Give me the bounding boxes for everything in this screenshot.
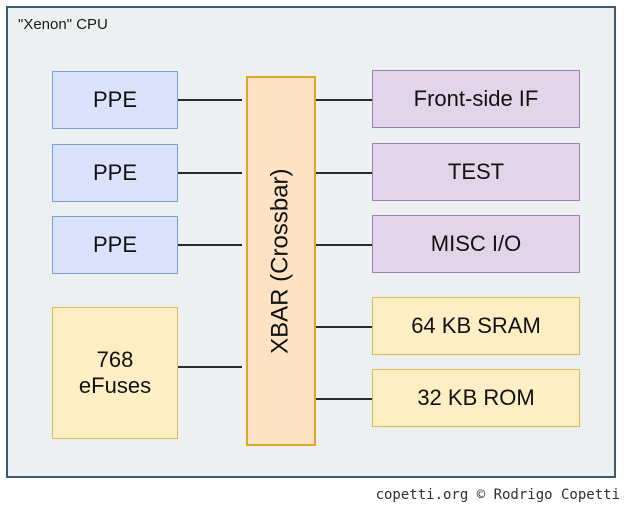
wire-ppe2-to-xbar (177, 172, 242, 174)
block-ppe-1[interactable]: PPE (52, 71, 178, 129)
block-ppe-3-label: PPE (92, 232, 138, 258)
wire-xbar-to-frontside-if (312, 99, 374, 101)
block-sram-label: 64 KB SRAM (411, 313, 541, 339)
block-misc-io-label: MISC I/O (430, 231, 522, 257)
block-misc-io[interactable]: MISC I/O (372, 215, 580, 273)
block-test[interactable]: TEST (372, 143, 580, 201)
block-sram[interactable]: 64 KB SRAM (372, 297, 580, 355)
wire-ppe1-to-xbar (177, 99, 242, 101)
block-efuses-label: 768 eFuses (78, 347, 152, 398)
wire-xbar-to-sram (312, 326, 374, 328)
block-crossbar[interactable]: XBAR (Crossbar) (246, 76, 316, 446)
block-ppe-1-label: PPE (92, 87, 138, 113)
block-ppe-2-label: PPE (92, 160, 138, 186)
block-rom-label: 32 KB ROM (417, 385, 535, 411)
block-front-side-if[interactable]: Front-side IF (372, 70, 580, 128)
block-rom[interactable]: 32 KB ROM (372, 369, 580, 427)
block-ppe-2[interactable]: PPE (52, 144, 178, 202)
wire-xbar-to-rom (312, 398, 374, 400)
wire-efuses-to-xbar (177, 366, 242, 368)
wire-xbar-to-test (312, 172, 374, 174)
block-efuses[interactable]: 768 eFuses (52, 307, 178, 439)
wire-ppe3-to-xbar (177, 244, 242, 246)
block-front-side-if-label: Front-side IF (413, 86, 539, 112)
block-ppe-3[interactable]: PPE (52, 216, 178, 274)
wire-xbar-to-misc-io (312, 244, 374, 246)
cpu-title: "Xenon" CPU (18, 16, 108, 33)
block-crossbar-label: XBAR (Crossbar) (266, 168, 294, 354)
block-test-label: TEST (447, 159, 505, 185)
footer-attribution: copetti.org © Rodrigo Copetti (375, 487, 620, 503)
cpu-container: "Xenon" CPU PPE PPE PPE 768 eFuses XBAR … (6, 6, 616, 478)
